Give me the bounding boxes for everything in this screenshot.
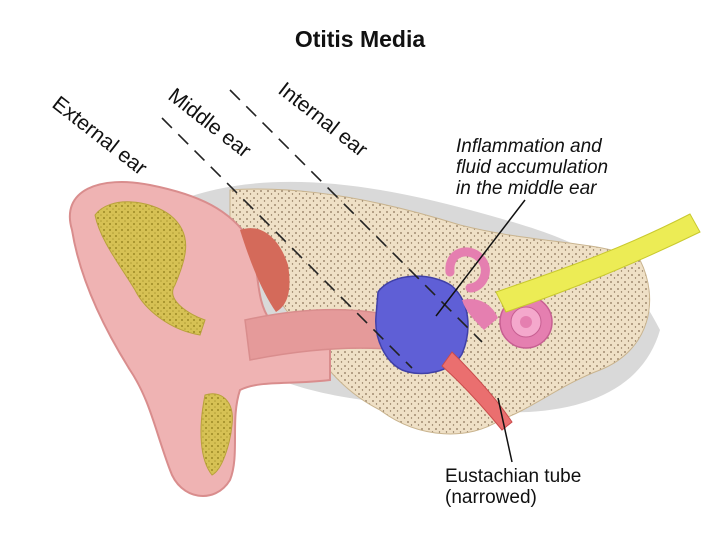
muscle-tissue [240, 228, 290, 312]
eustachian-line-2: (narrowed) [445, 487, 537, 508]
middle-ear-fluid [375, 275, 469, 375]
divider-line-external [161, 117, 413, 369]
inflammation-line-2: fluid accumulation [456, 157, 609, 178]
vestibule [462, 298, 498, 330]
eustachian-annotation: Eustachian tube (narrowed) [445, 466, 581, 508]
auditory-nerve [495, 213, 701, 313]
lobe-cartilage [200, 393, 233, 476]
divider-line-middle [229, 89, 483, 343]
inflammation-line-3: in the middle ear [456, 178, 597, 199]
eustachian-line-1: Eustachian tube [445, 466, 582, 487]
leader-inflammation [435, 199, 526, 317]
eustachian-tube [441, 351, 513, 431]
inflammation-line-1: Inflammation and [456, 136, 602, 157]
pinna-cartilage [94, 201, 206, 336]
cochlea-core [520, 316, 532, 328]
inflammation-annotation: Inflammation and fluid accumulation in t… [456, 136, 608, 199]
diagram-title: Otitis Media [294, 26, 426, 52]
leader-eustachian [497, 397, 513, 463]
